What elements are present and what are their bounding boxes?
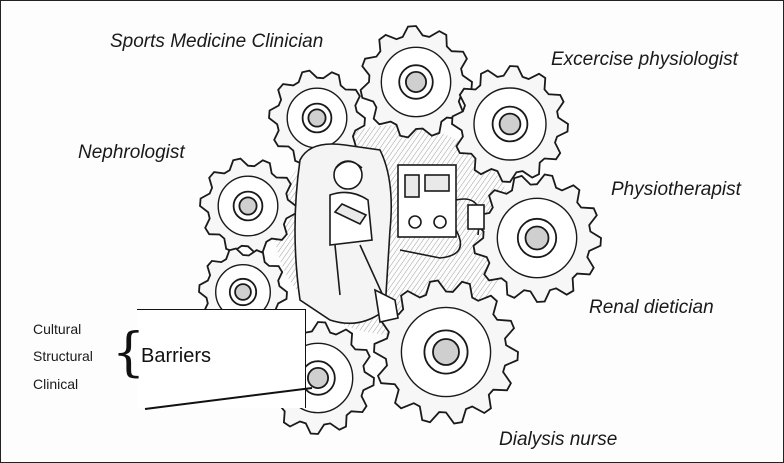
role-physiotherapist: Physiotherapist [611,179,741,201]
role-renal-dietician: Renal dietician [589,297,714,319]
barrier-item-clinical: Clinical [33,376,78,392]
gear-icon [200,159,296,254]
barriers-label: Barriers [141,345,211,368]
patient-chair-icon [295,144,398,323]
role-exercise-physiologist: Excercise physiologist [551,49,738,71]
role-nephrologist: Nephrologist [78,142,185,164]
role-sports-medicine-clinician: Sports Medicine Clinician [110,31,323,53]
barrier-item-structural: Structural [33,348,93,364]
barrier-item-cultural: Cultural [33,321,81,337]
role-dialysis-nurse: Dialysis nurse [499,429,617,451]
